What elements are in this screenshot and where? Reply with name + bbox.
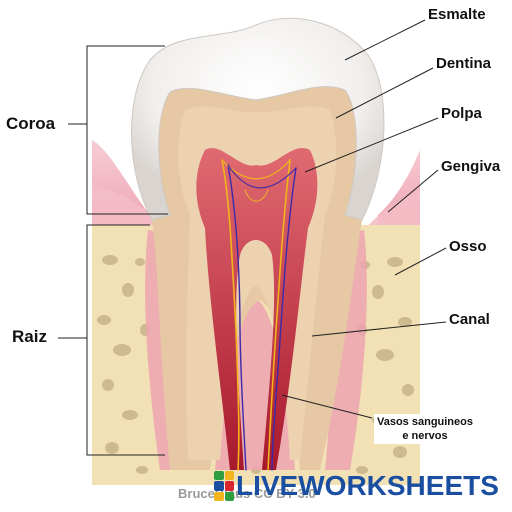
brand-watermark: LIVEWORKSHEETS (214, 468, 499, 504)
vessels-and-nerves (221, 159, 297, 471)
label-coroa: Coroa (6, 114, 56, 133)
label-esmalte: Esmalte (428, 6, 486, 23)
label-vasos-line1: Vasos sanguineos (377, 416, 473, 428)
leader-lines (58, 19, 447, 456)
pulp (196, 147, 318, 470)
label-dentina: Dentina (436, 55, 492, 72)
label-vasos-line2: e nervos (402, 430, 448, 442)
label-raiz: Raiz (12, 327, 47, 346)
label-gengiva: Gengiva (441, 158, 501, 175)
periodontal-lining (145, 230, 367, 470)
label-osso: Osso (449, 238, 487, 255)
label-vasos: Vasos sanguineos e nervos (374, 414, 476, 444)
enamel (131, 17, 385, 221)
label-canal: Canal (449, 311, 490, 328)
brand-name: LIVEWORKSHEETS (236, 470, 499, 501)
image-credit: BruceBlaus CC BY 3.0 (178, 486, 316, 501)
label-polpa: Polpa (441, 105, 482, 122)
brand-logo-icon (214, 471, 234, 501)
